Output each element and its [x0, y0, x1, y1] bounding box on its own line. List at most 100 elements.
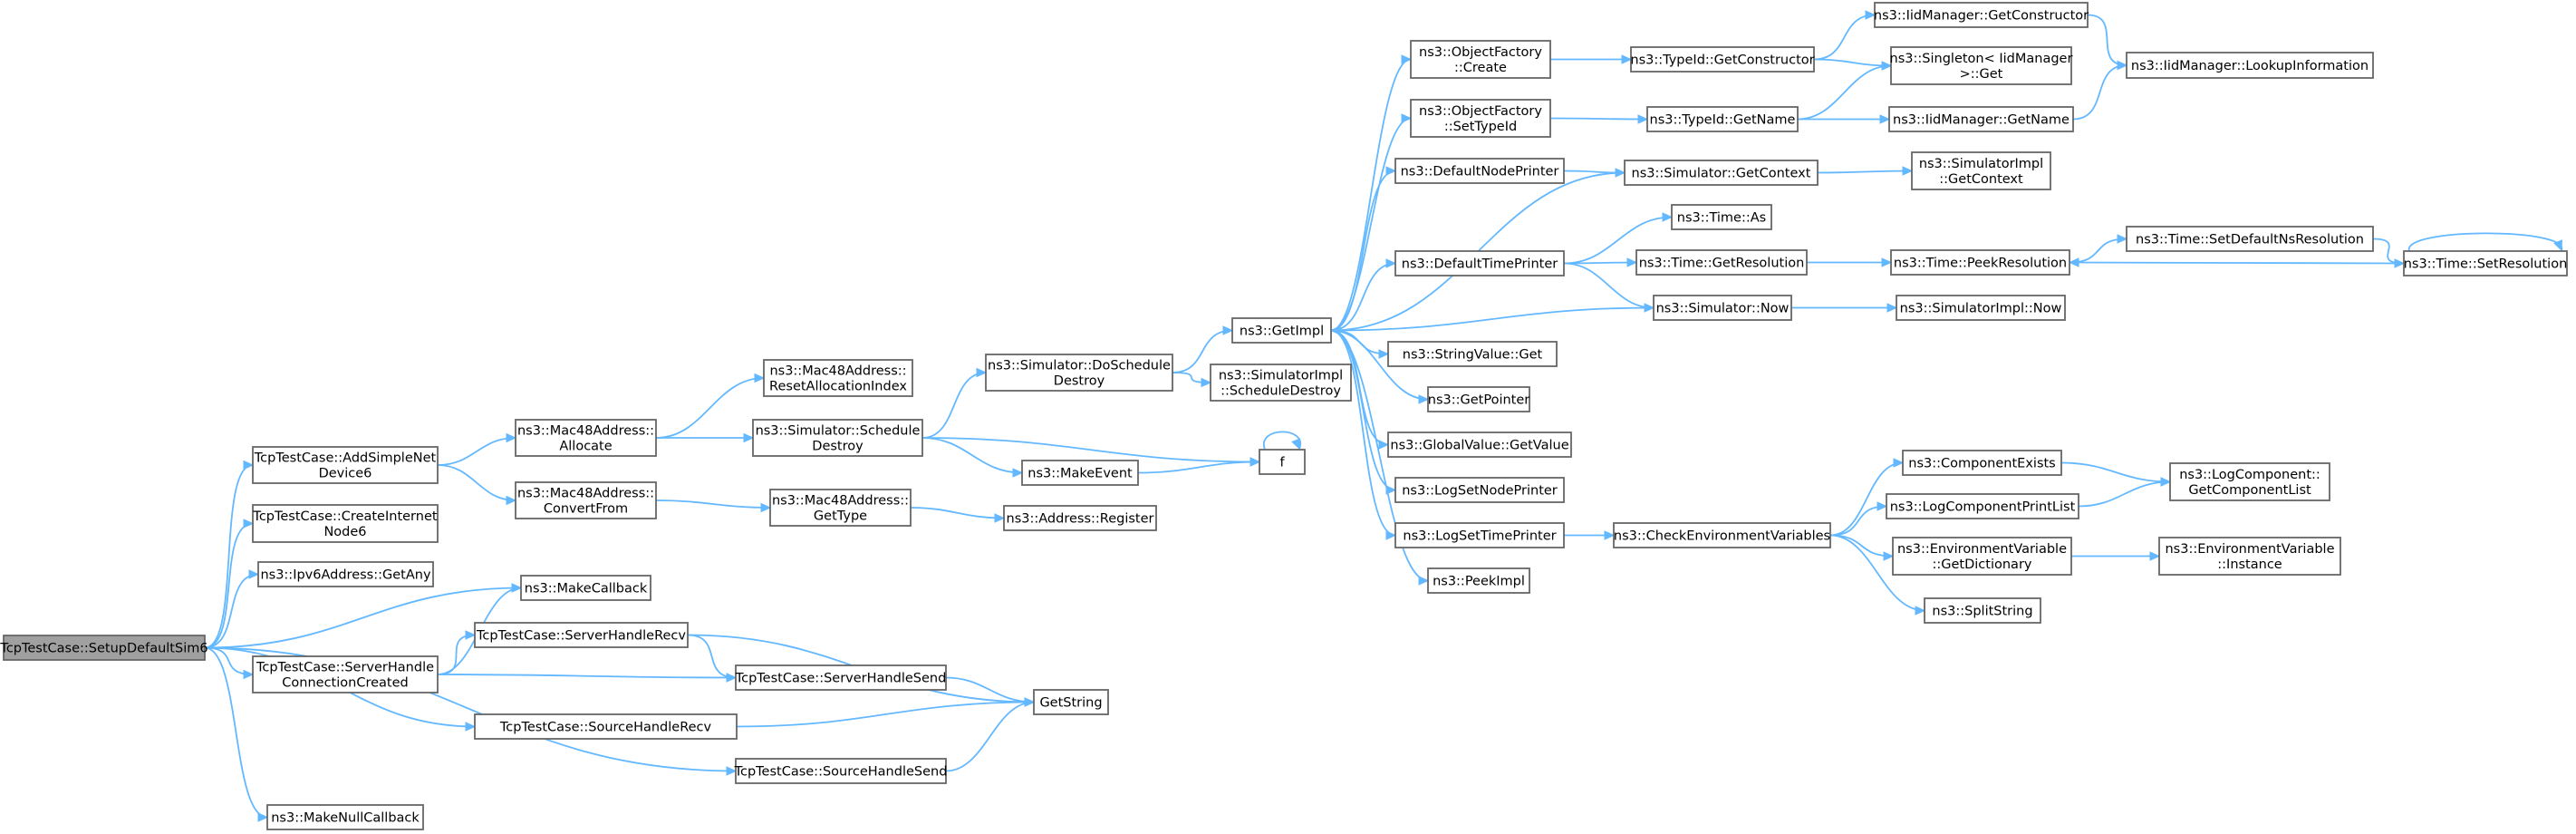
- node-label-line: ns3::Simulator::GetContext: [1632, 167, 1811, 181]
- node-obj-factory-set-type-id[interactable]: ns3::ObjectFactory::SetTypeId: [1410, 99, 1551, 138]
- edge-line: [2060, 461, 2171, 483]
- edge-line: [1549, 117, 1648, 121]
- node-label: ns3::EnvironmentVariable::Instance: [2165, 542, 2334, 572]
- node-log-set-node-printer[interactable]: ns3::LogSetNodePrinter: [1394, 477, 1565, 503]
- edge-obj-factory-set-type-id-to-type-id-get-name: [1549, 114, 1649, 124]
- node-label-line: ns3::Time::As: [1677, 211, 1766, 226]
- node-box: [1896, 295, 2066, 321]
- edge-arrowhead: [465, 722, 477, 732]
- node-iid-get-name[interactable]: ns3::IidManager::GetName: [1888, 106, 2074, 132]
- node-source-handle-recv[interactable]: TcpTestCase::SourceHandleRecv: [474, 713, 738, 740]
- node-peek-impl[interactable]: ns3::PeekImpl: [1427, 567, 1530, 594]
- node-log-component-get-list[interactable]: ns3::LogComponent::GetComponentList: [2169, 462, 2330, 501]
- node-get-impl[interactable]: ns3::GetImpl: [1231, 317, 1332, 344]
- node-singleton-get[interactable]: ns3::Singleton< IidManager>::Get: [1890, 46, 2073, 85]
- node-default-time-printer[interactable]: ns3::DefaultTimePrinter: [1394, 250, 1565, 276]
- node-mac-get-type[interactable]: ns3::Mac48Address::GetType: [769, 489, 912, 527]
- node-global-value-get-value[interactable]: ns3::GlobalValue::GetValue: [1387, 432, 1572, 458]
- node-check-env-vars[interactable]: ns3::CheckEnvironmentVariables: [1613, 522, 1831, 548]
- node-source-handle-send[interactable]: TcpTestCase::SourceHandleSend: [734, 758, 948, 784]
- node-label-line: ns3::Mac48Address::: [769, 364, 906, 379]
- node-mac-convert-from[interactable]: ns3::Mac48Address::ConvertFrom: [515, 481, 657, 519]
- node-make-callback[interactable]: ns3::MakeCallback: [520, 575, 651, 601]
- node-obj-factory-create[interactable]: ns3::ObjectFactory::Create: [1410, 40, 1551, 79]
- edge-arrowhead: [1881, 257, 1893, 267]
- node-box: [1003, 505, 1157, 531]
- node-time-peek-resolution[interactable]: ns3::Time::PeekResolution: [1890, 249, 2070, 276]
- edge-arrowhead: [1883, 551, 1895, 561]
- edge-line: [1330, 170, 1396, 332]
- edge-line: [1330, 306, 1655, 332]
- node-default-node-printer[interactable]: ns3::DefaultNodePrinter: [1394, 158, 1565, 184]
- node-make-null-callback[interactable]: ns3::MakeNullCallback: [266, 804, 424, 830]
- edge-line: [1829, 505, 1887, 537]
- edge-root-to-source-handle-send: [204, 646, 738, 776]
- edge-arrowhead: [1385, 530, 1397, 540]
- node-sim-now[interactable]: ns3::Simulator::Now: [1653, 295, 1792, 321]
- node-time-as[interactable]: ns3::Time::As: [1671, 204, 1772, 230]
- node-log-component-print-list[interactable]: ns3::LogComponentPrintList: [1886, 493, 2079, 519]
- node-sim-get-context[interactable]: ns3::Simulator::GetContext: [1624, 160, 1819, 186]
- node-get-pointer[interactable]: ns3::GetPointer: [1427, 386, 1530, 412]
- node-server-handle-recv[interactable]: TcpTestCase::ServerHandleRecv: [474, 622, 689, 648]
- edge-arrowhead: [1024, 697, 1036, 707]
- edge-line: [1330, 329, 1396, 537]
- node-log-set-time-printer[interactable]: ns3::LogSetTimePrinter: [1394, 522, 1565, 548]
- node-label: ns3::Ipv6Address::GetAny: [260, 568, 430, 583]
- node-mac-reset[interactable]: ns3::Mac48Address::ResetAllocationIndex: [763, 359, 913, 397]
- node-sim-impl-get-context[interactable]: ns3::SimulatorImpl::GetContext: [1911, 151, 2051, 190]
- node-f[interactable]: f: [1259, 449, 1306, 475]
- node-type-id-get-name[interactable]: ns3::TypeId::GetName: [1646, 106, 1799, 132]
- edge-time-set-resolution-to-time-peek-resolution: [2068, 257, 2405, 267]
- node-component-exists[interactable]: ns3::ComponentExists: [1902, 450, 2062, 476]
- edge-line: [1330, 329, 1429, 582]
- edge-arrowhead: [1385, 258, 1397, 268]
- edge-line: [1330, 58, 1412, 332]
- edge-get-impl-to-default-node-printer: [1330, 166, 1397, 332]
- node-label-line: ns3::Time::PeekResolution: [1894, 257, 2067, 271]
- node-split-string[interactable]: ns3::SplitString: [1924, 597, 2041, 624]
- node-iid-get-constructor[interactable]: ns3::IidManager::GetConstructor: [1874, 2, 2089, 28]
- node-sim-impl-now[interactable]: ns3::SimulatorImpl::Now: [1896, 295, 2066, 321]
- node-make-event[interactable]: ns3::MakeEvent: [1021, 460, 1139, 486]
- node-label: TcpTestCase::SourceHandleSend: [734, 765, 948, 780]
- edge-arrowhead: [1378, 440, 1390, 450]
- edge-default-time-printer-to-time-as: [1563, 212, 1674, 265]
- edge-line: [204, 573, 259, 649]
- node-time-set-resolution[interactable]: ns3::Time::SetResolution: [2403, 250, 2568, 276]
- node-time-get-resolution[interactable]: ns3::Time::GetResolution: [1635, 249, 1808, 276]
- node-type-id-get-constructor[interactable]: ns3::TypeId::GetConstructor: [1630, 46, 1815, 73]
- node-root[interactable]: TcpTestCase::SetupDefaultSim6: [0, 635, 208, 661]
- node-time-set-default-ns-resolution[interactable]: ns3::Time::SetDefaultNsResolution: [2126, 226, 2374, 252]
- node-env-var-instance[interactable]: ns3::EnvironmentVariable::Instance: [2158, 537, 2341, 576]
- node-env-var-get-dictionary[interactable]: ns3::EnvironmentVariable::GetDictionary: [1892, 537, 2072, 576]
- edge-arrowhead: [1418, 576, 1430, 586]
- node-label: ns3::Time::As: [1677, 211, 1766, 226]
- node-label: ns3::DefaultTimePrinter: [1402, 257, 1558, 272]
- node-label-line: TcpTestCase::AddSimpleNet: [254, 451, 437, 466]
- node-label-line: ns3::LogComponentPrintList: [1890, 500, 2076, 515]
- edge-get-impl-to-obj-factory-create: [1330, 54, 1413, 332]
- node-get-string[interactable]: GetString: [1033, 689, 1109, 715]
- edge-time-set-resolution-to-time-set-resolution: [2408, 232, 2562, 252]
- node-label-line: ns3::TypeId::GetName: [1650, 113, 1796, 128]
- node-ipv6-get-any[interactable]: ns3::Ipv6Address::GetAny: [257, 561, 434, 587]
- node-iid-lookup-information[interactable]: ns3::IidManager::LookupInformation: [2126, 52, 2374, 79]
- node-server-handle-send[interactable]: TcpTestCase::ServerHandleSend: [735, 664, 947, 691]
- edge-type-id-get-constructor-to-iid-get-constructor: [1813, 10, 1877, 61]
- node-sim-impl-schedule-destroy[interactable]: ns3::SimulatorImpl::ScheduleDestroy: [1210, 364, 1352, 402]
- node-label: ns3::SimulatorImpl::ScheduleDestroy: [1219, 369, 1343, 399]
- node-address-register[interactable]: ns3::Address::Register: [1003, 505, 1157, 531]
- edge-line: [655, 499, 771, 509]
- edge-line: [945, 676, 1035, 703]
- node-string-value-get[interactable]: ns3::StringValue::Get: [1387, 341, 1558, 367]
- node-mac-allocate[interactable]: ns3::Mac48Address::Allocate: [515, 419, 657, 457]
- node-box: [1410, 40, 1551, 79]
